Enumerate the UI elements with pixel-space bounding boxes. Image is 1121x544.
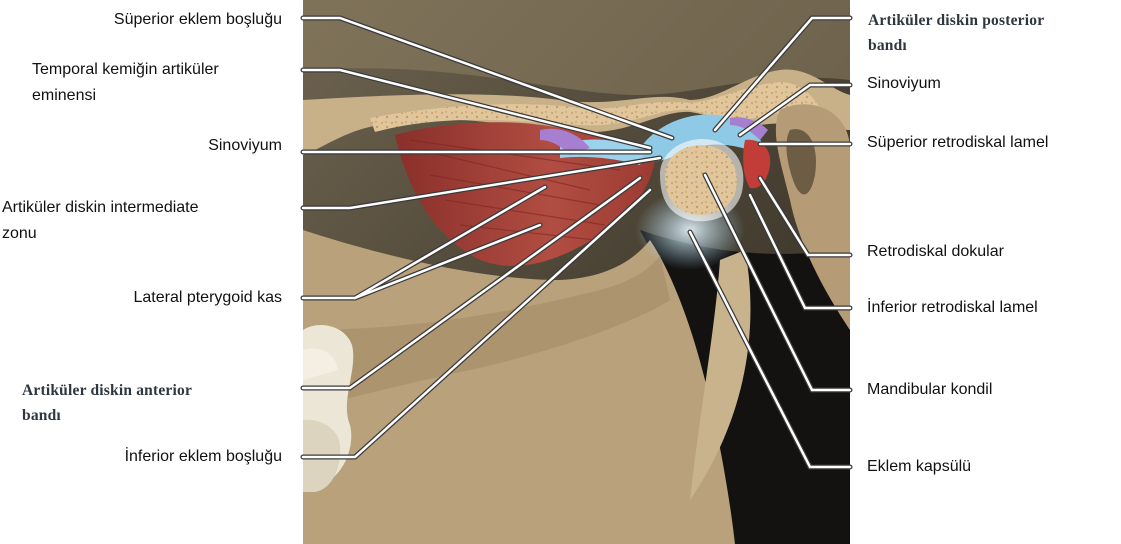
label-inferior-joint-space: İnferior eklem boşluğu [125, 446, 282, 467]
label-temporal-eminence-line2: eminensi [32, 85, 96, 106]
label-lateral-pterygoid: Lateral pterygoid kas [133, 287, 282, 308]
label-synovium-left: Sinoviyum [208, 135, 282, 156]
label-retrodiscal-tissue: Retrodiskal dokular [867, 241, 1004, 262]
label-superior-joint-space: Süperior eklem boşluğu [114, 9, 282, 30]
label-synovium-right: Sinoviyum [867, 73, 941, 94]
label-posterior-band-line2: bandı [868, 35, 907, 56]
label-superior-retrodiscal-lamina: Süperior retrodiskal lamel [867, 132, 1048, 153]
label-temporal-eminence-line1: Temporal kemiğin artiküler [32, 59, 219, 80]
label-mandibular-condyle: Mandibular kondil [867, 379, 992, 400]
label-inferior-retrodiscal-lamina: İnferior retrodiskal lamel [867, 297, 1038, 318]
label-joint-capsule: Eklem kapsülü [867, 456, 971, 477]
mandibular-condyle [660, 139, 743, 221]
label-anterior-band-line2: bandı [22, 405, 61, 426]
label-posterior-band-line1: Artiküler diskin posterior [868, 10, 1044, 31]
label-intermediate-zone-line1: Artiküler diskin intermediate [2, 197, 199, 218]
label-anterior-band-line1: Artiküler diskin anterior [22, 380, 192, 401]
label-intermediate-zone-line2: zonu [2, 223, 37, 244]
